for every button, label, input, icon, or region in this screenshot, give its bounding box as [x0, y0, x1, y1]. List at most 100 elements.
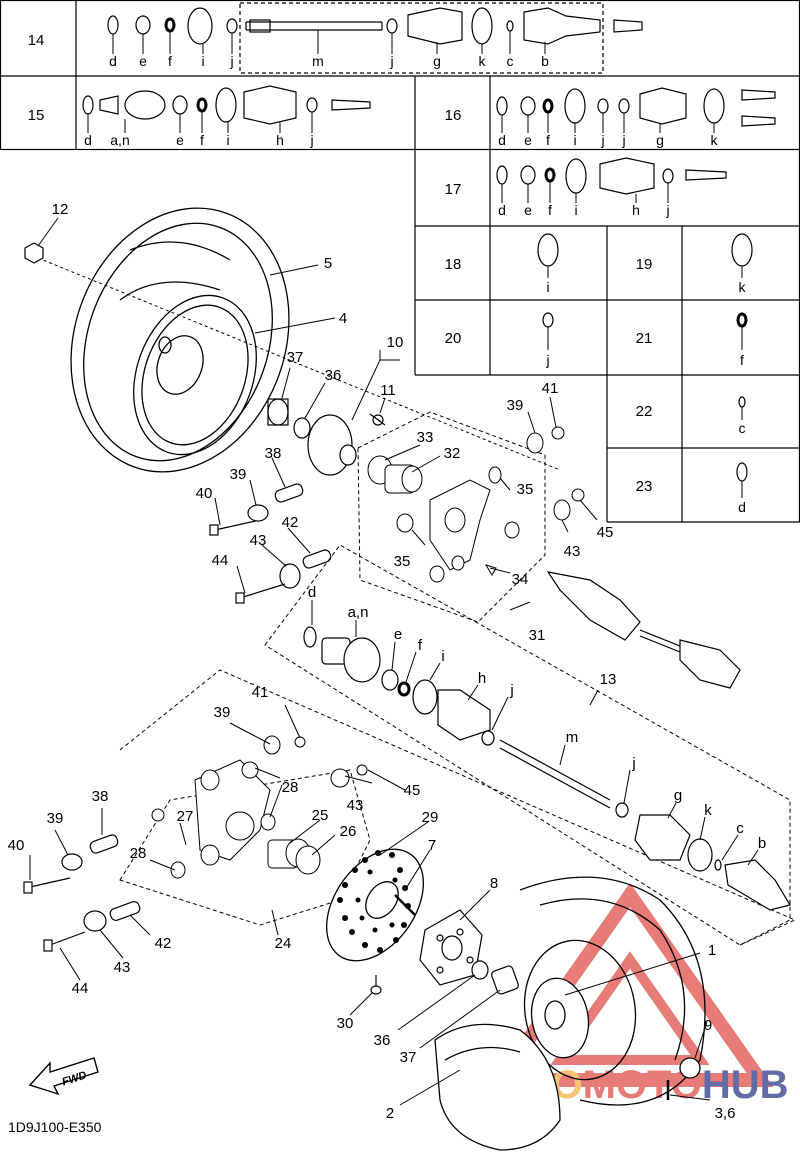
row-17-letter: h	[632, 202, 640, 218]
lower-fasteners	[23, 834, 141, 952]
row-17-letter: j	[665, 202, 669, 218]
row-16-letter: d	[498, 132, 506, 148]
callout-39: 39	[47, 810, 64, 827]
shaft-letter: b	[758, 835, 766, 852]
row-14-letter: f	[168, 53, 172, 69]
row-18-letter: i	[546, 279, 549, 295]
row-16-number: 16	[445, 107, 462, 124]
row-23-letter: d	[738, 499, 746, 515]
row-17-letter: d	[498, 202, 506, 218]
row-15-number: 15	[28, 107, 45, 124]
callout-43: 43	[250, 532, 267, 549]
shaft-letter: c	[736, 820, 744, 837]
row-14-letter: g	[433, 53, 441, 69]
callout-42: 42	[155, 935, 172, 952]
row-15-letters: d a,n e f i h j	[84, 132, 313, 148]
row-14-letter: c	[507, 53, 514, 69]
callout-numbers: 12 5 4 10 37 36 11 33 32 39 41 35 35 34 …	[8, 201, 736, 1122]
callout-39: 39	[214, 704, 231, 721]
row-17-letter: e	[524, 202, 532, 218]
callout-32: 32	[444, 445, 461, 462]
callout-9: 9	[704, 1017, 712, 1034]
row-15-leaders	[87, 111, 313, 133]
lower-knuckle-group	[119, 735, 371, 926]
row-16-letter: i	[573, 132, 576, 148]
callout-38: 38	[265, 445, 282, 462]
callout-28: 28	[282, 779, 299, 796]
callout-26: 26	[340, 823, 357, 840]
upper-fasteners	[209, 483, 332, 604]
row-17-leaders	[501, 181, 669, 203]
row-15-letter: i	[226, 132, 229, 148]
row-15-letter: a,n	[110, 132, 129, 148]
row-17-parts	[496, 157, 727, 195]
shaft-letter: f	[418, 637, 423, 654]
disc-bolt	[370, 975, 382, 995]
row-16-letter: f	[546, 132, 550, 148]
callout-35: 35	[394, 553, 411, 570]
rear-drive-shaft-group	[119, 544, 797, 946]
row-14-letter: e	[139, 53, 147, 69]
row-16-parts	[496, 87, 776, 127]
row-16-letter: j	[600, 132, 604, 148]
upper-hub-assembly	[267, 398, 386, 476]
callout-33: 33	[417, 429, 434, 446]
row-17-letter: f	[548, 202, 552, 218]
row-17-letter: i	[574, 202, 577, 218]
callout-35: 35	[517, 481, 534, 498]
row-14-parts	[107, 7, 643, 45]
row-15-letter: j	[309, 132, 313, 148]
shaft-letter: k	[704, 802, 712, 819]
rear-hub	[419, 909, 519, 995]
callout-1: 1	[708, 942, 716, 959]
callout-45: 45	[404, 782, 421, 799]
shaft-letter: g	[674, 787, 682, 804]
callout-43: 43	[114, 959, 131, 976]
fwd-arrow-icon: FWD	[28, 1057, 99, 1096]
row-22-letter: c	[739, 420, 746, 436]
single-letters: i k j f c d	[545, 279, 746, 515]
callout-41: 41	[542, 380, 559, 397]
callout-29: 29	[422, 809, 439, 826]
callout-34: 34	[512, 571, 529, 588]
row-16-letter: j	[621, 132, 625, 148]
table-row-numbers: 14 15 16 17 18 19 20 21 22 23	[28, 32, 653, 495]
callout-3-6: 3,6	[715, 1105, 736, 1122]
shaft-letter: j	[631, 755, 635, 772]
callout-44: 44	[72, 980, 89, 997]
shaft-letter-labels: d a,n e f i h j m j g k c b	[308, 584, 766, 852]
row-14-letter: b	[541, 53, 549, 69]
callout-7: 7	[428, 837, 436, 854]
callout-27: 27	[177, 808, 194, 825]
row-22-number: 22	[636, 403, 653, 420]
row-19-letter: k	[739, 279, 747, 295]
callout-10: 10	[387, 334, 404, 351]
row-19-number: 19	[636, 256, 653, 273]
callout-41: 41	[252, 684, 269, 701]
row-15-parts	[82, 85, 371, 125]
shaft-letter: e	[394, 626, 402, 643]
row-16-letter: g	[656, 132, 664, 148]
callout-42: 42	[282, 514, 299, 531]
rear-shaft-parts	[303, 626, 791, 911]
callout-25: 25	[312, 807, 329, 824]
shaft-letter: h	[478, 670, 486, 687]
row-14-letter: d	[109, 53, 117, 69]
row-14-letter: i	[201, 53, 204, 69]
wheel-stud	[394, 894, 416, 916]
row-14-letter: m	[312, 53, 324, 69]
row-16-letter: e	[524, 132, 532, 148]
shaft-letter: i	[441, 648, 444, 665]
watermark-text: HUB	[702, 1063, 789, 1107]
callout-39: 39	[230, 466, 247, 483]
callout-44: 44	[212, 552, 229, 569]
callout-39: 39	[507, 397, 524, 414]
row-15-letter: d	[84, 132, 92, 148]
callout-2: 2	[386, 1105, 394, 1122]
callout-43: 43	[347, 797, 364, 814]
shaft-letter: d	[308, 584, 316, 601]
row-20-number: 20	[445, 330, 462, 347]
callout-40: 40	[196, 485, 213, 502]
shaft-letter: a,n	[348, 604, 369, 621]
